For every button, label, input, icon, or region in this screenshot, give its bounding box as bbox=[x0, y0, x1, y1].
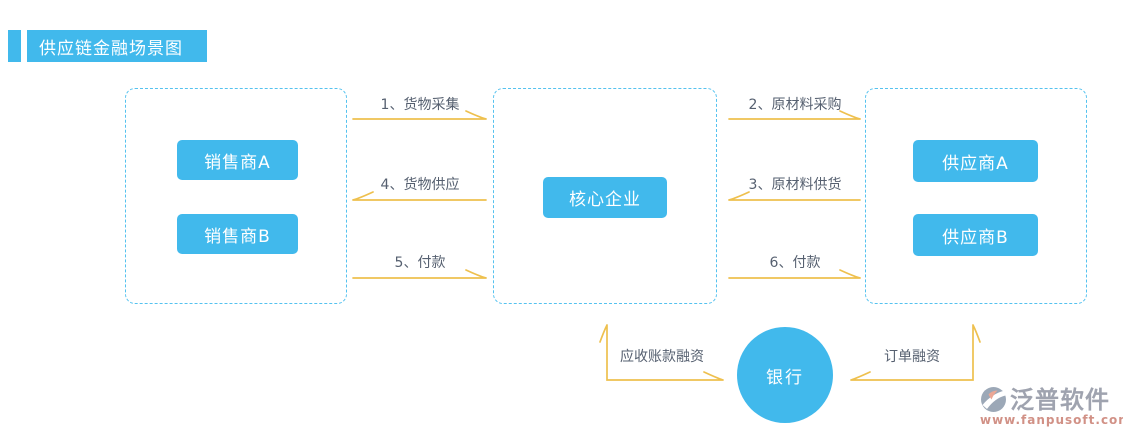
watermark: 泛普软件 www.fanpusoft.com bbox=[980, 385, 1123, 428]
page-title: 供应链金融场景图 bbox=[27, 30, 207, 62]
suppliers-group-box bbox=[865, 88, 1087, 304]
flow-label-6: 6、付款 bbox=[769, 255, 821, 271]
flow-label-2: 2、原材料采购 bbox=[748, 97, 842, 113]
sellers-group-box bbox=[125, 88, 347, 304]
node-seller-a: 销售商A bbox=[177, 140, 298, 180]
core-enterprise-group-box bbox=[493, 88, 717, 304]
node-supplier-a: 供应商A bbox=[913, 140, 1038, 182]
fanpu-logo-icon bbox=[980, 386, 1007, 413]
flow-label-4: 4、货物供应 bbox=[380, 177, 460, 193]
node-core-enterprise: 核心企业 bbox=[543, 177, 667, 218]
arrow-flow-4 bbox=[352, 191, 487, 201]
watermark-brand: 泛普软件 bbox=[1010, 385, 1110, 414]
receivables-financing-label: 应收账款融资 bbox=[620, 349, 704, 365]
arrow-flow-6 bbox=[728, 269, 861, 279]
node-bank: 银行 bbox=[737, 327, 833, 423]
watermark-url: www.fanpusoft.com bbox=[980, 413, 1123, 427]
title-accent-bar bbox=[8, 30, 21, 62]
node-seller-b: 销售商B bbox=[177, 214, 298, 254]
arrow-flow-3 bbox=[728, 191, 861, 201]
arrow-flow-5 bbox=[352, 269, 487, 279]
flow-label-1: 1、货物采集 bbox=[380, 97, 460, 113]
order-financing-label: 订单融资 bbox=[884, 349, 940, 365]
flow-label-3: 3、原材料供货 bbox=[748, 177, 842, 193]
node-supplier-b: 供应商B bbox=[913, 214, 1038, 256]
flow-label-5: 5、付款 bbox=[394, 255, 446, 271]
